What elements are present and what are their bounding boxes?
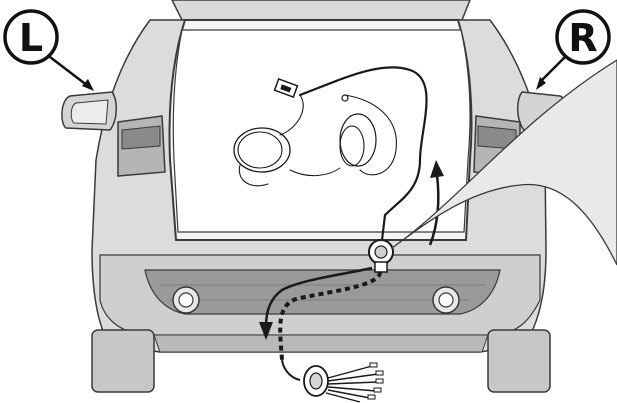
circle-letter-l-icon	[3, 9, 59, 65]
detail-callout-bubble	[391, 59, 617, 266]
left-tail-light	[117, 115, 166, 177]
right-side-label: R	[568, 16, 597, 60]
left-side-badge: L	[3, 9, 94, 91]
circle-letter-r-icon	[555, 9, 611, 65]
tow-socket-icon	[368, 239, 394, 273]
routing-arrow-down	[259, 266, 373, 340]
plug-connector-icon	[273, 77, 299, 99]
exhaust-right	[432, 286, 460, 314]
wiring-harness	[233, 66, 428, 242]
socket-with-wire-leads	[281, 357, 384, 403]
left-mirror	[61, 91, 117, 131]
exhaust-left	[172, 286, 200, 314]
cargo-area	[168, 19, 473, 241]
right-side-badge: R	[536, 9, 611, 90]
left-side-label: L	[19, 16, 43, 60]
